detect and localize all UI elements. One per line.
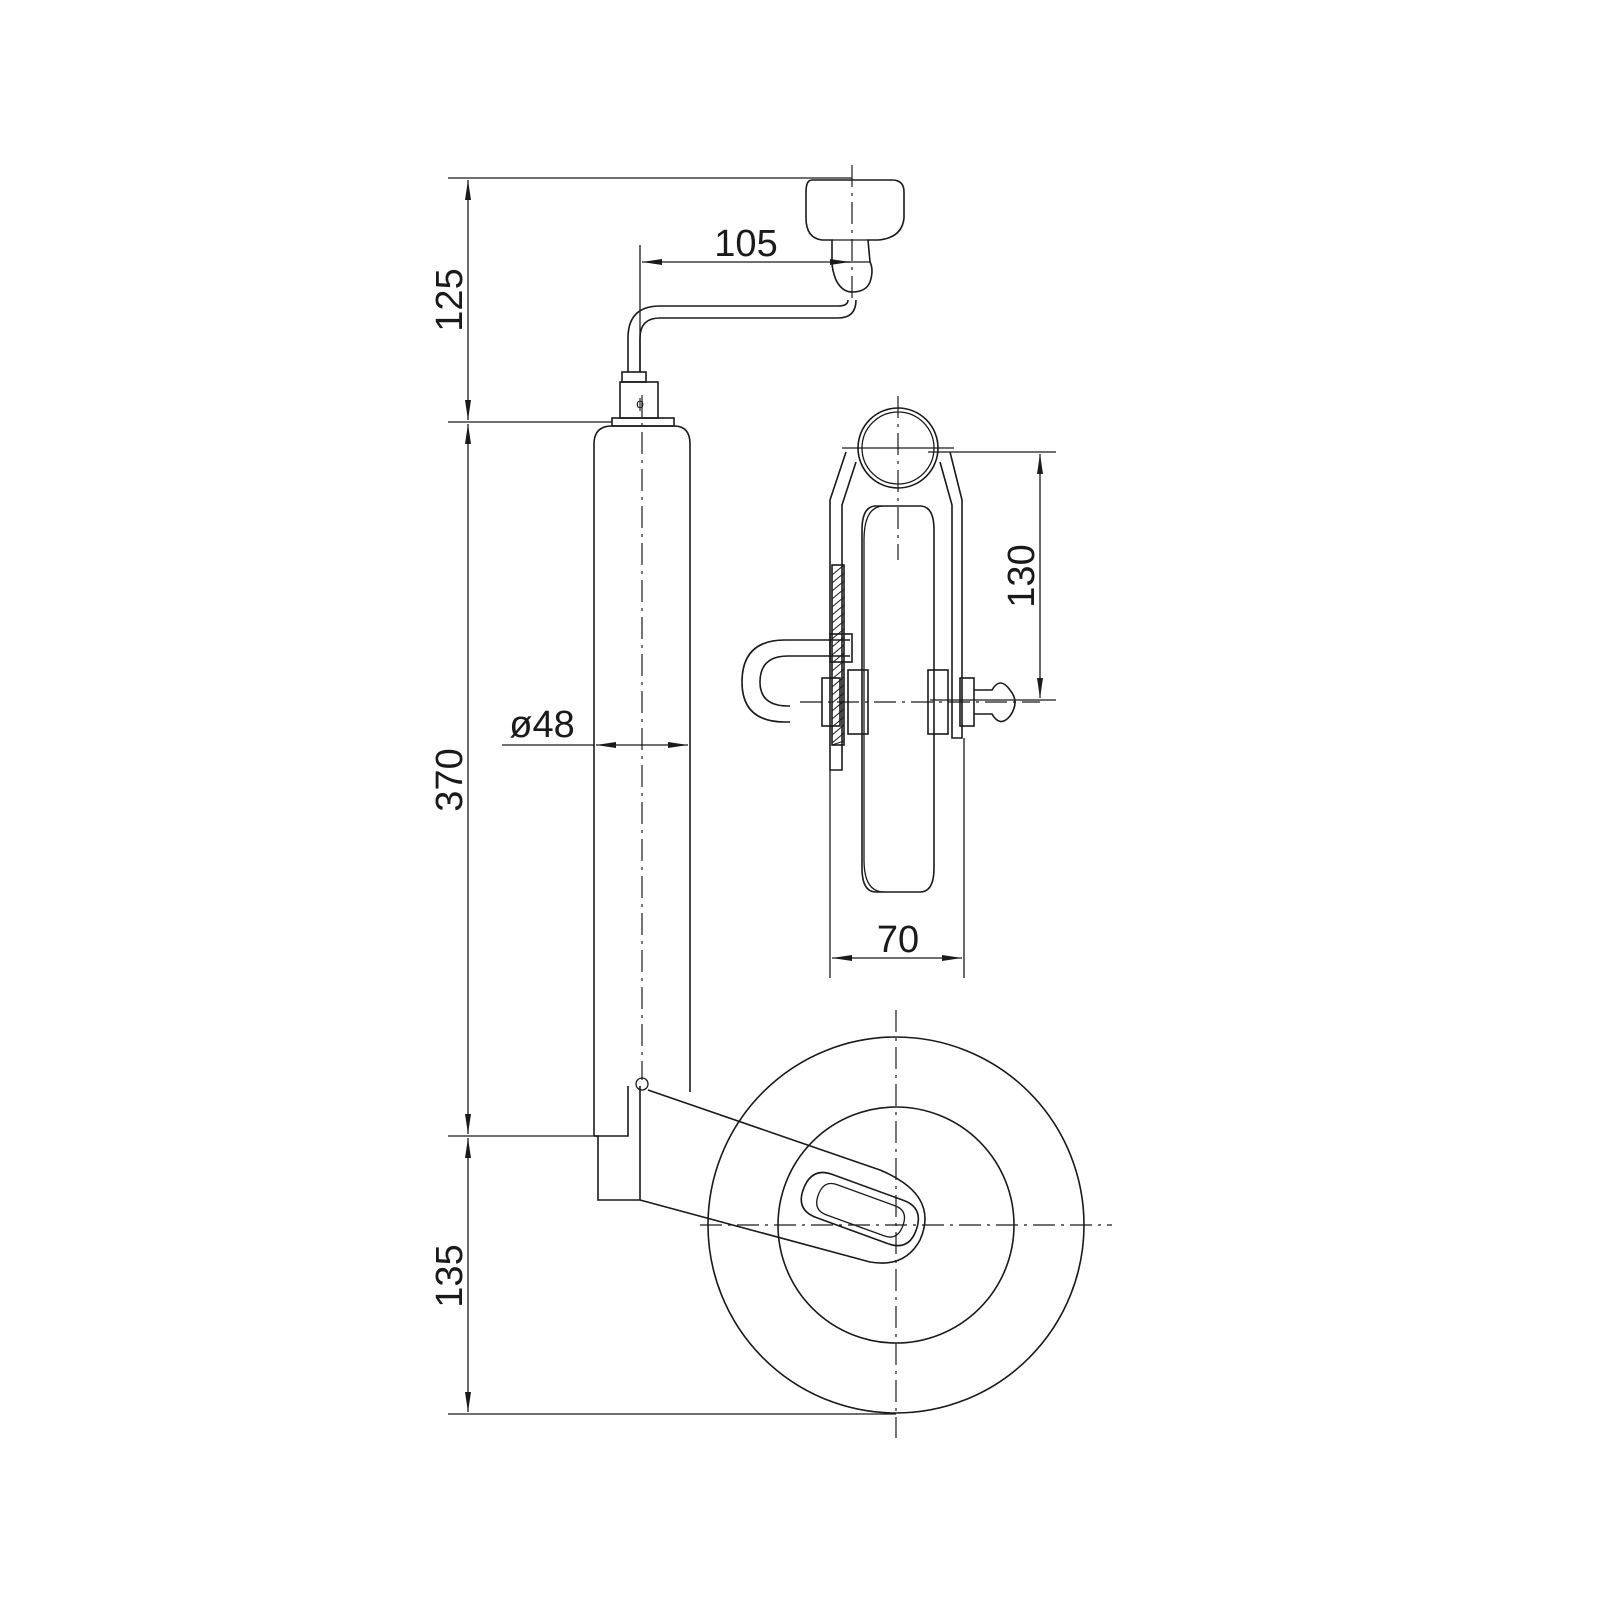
hatch-line [831, 636, 845, 648]
hatch-line [831, 724, 845, 736]
svg-text:ϕ: ϕ [636, 395, 644, 411]
hatch-line [831, 580, 845, 592]
dimension-lines [448, 177, 1056, 1415]
side-view: ϕ [593, 165, 1112, 1438]
wheel-side [700, 1010, 1112, 1438]
wheel-tyre-front [861, 505, 935, 893]
hatch-line [831, 564, 845, 576]
axle-hub [800, 669, 1040, 735]
hatch-line [831, 676, 845, 688]
dim-wheel-to-axle: 135 [429, 1244, 471, 1307]
crank-coupling: ϕ [611, 371, 675, 427]
hatch-line [831, 572, 845, 584]
hatch-line [831, 684, 845, 696]
hatch-line [831, 604, 845, 616]
fork-legs [829, 447, 963, 771]
dim-tube-length: 370 [429, 748, 471, 811]
dim-tube-diameter: ø48 [509, 704, 574, 746]
dim-axle-offset: 130 [1001, 544, 1043, 607]
hatch-line [831, 596, 845, 608]
main-tube [593, 395, 691, 1136]
hatch-line [831, 740, 845, 746]
hatch-line [831, 620, 845, 632]
dim-crank-offset: 105 [714, 223, 777, 265]
inner-tube-bracket [594, 1077, 649, 1201]
hatch-line [831, 732, 845, 744]
dim-crank-height: 125 [429, 268, 471, 331]
hatch-line [831, 644, 845, 656]
dim-wheel-width: 70 [877, 919, 919, 961]
crank-handle-knob [805, 165, 905, 300]
dimension-labels: 125 370 135 105 ø48 130 70 [429, 223, 1043, 1308]
u-clamp [741, 633, 853, 723]
crank-rod [627, 299, 857, 372]
hatch-line [831, 708, 845, 720]
fork-arm [639, 1089, 926, 1264]
hatch-line [831, 612, 845, 624]
hatch-line [831, 692, 845, 704]
front-view [741, 396, 1040, 893]
hatch-line [831, 588, 845, 600]
hatch-line [831, 700, 845, 712]
